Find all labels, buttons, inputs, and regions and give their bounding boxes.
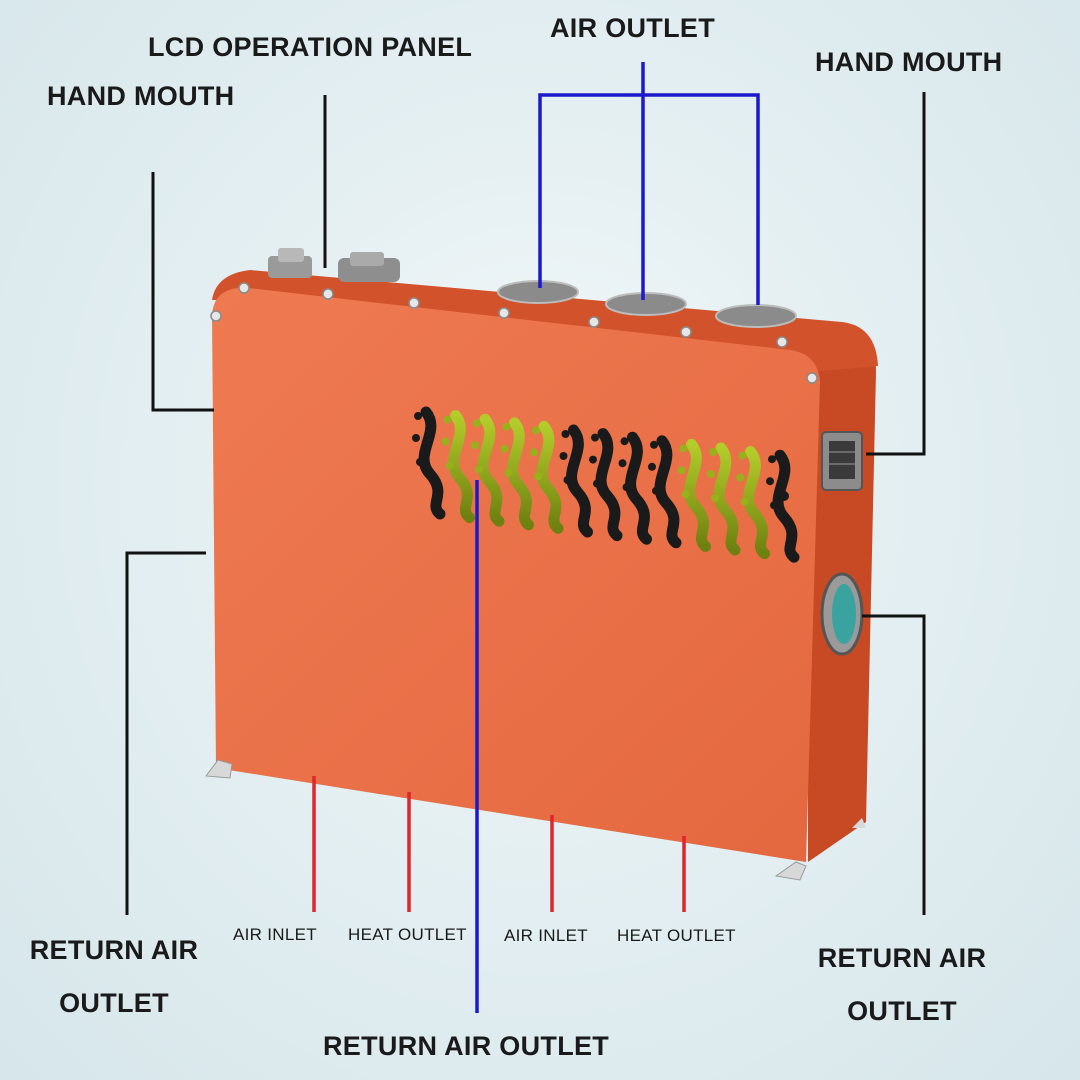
vent-dot — [445, 461, 454, 470]
vent-slot — [654, 435, 682, 549]
leader-air-outlet — [538, 93, 760, 305]
vent-dot — [591, 433, 599, 442]
label-return-air-outlet-right: RETURN AIR OUTLET — [806, 932, 998, 1038]
cabinet-screws — [210, 282, 818, 384]
label-return-air-outlet-left-line1: RETURN AIR — [29, 935, 199, 965]
vent-slot — [566, 424, 593, 538]
vent-dot — [738, 451, 747, 460]
vent-dot — [740, 497, 749, 506]
vent-slot — [772, 449, 800, 563]
lcd-display-panel — [821, 431, 863, 491]
vent-slot — [743, 446, 770, 560]
label-return-air-outlet-bottom: RETURN AIR OUTLET — [323, 1031, 610, 1061]
vent-dot — [620, 437, 629, 446]
label-air-inlet-1: AIR INLET — [233, 925, 317, 944]
vent-dot — [707, 470, 715, 478]
air-outlet-port-1 — [497, 280, 579, 304]
vent-dot — [475, 465, 483, 474]
vent-dot — [414, 412, 422, 420]
cabinet-foot-back — [852, 818, 866, 828]
vent-slot — [536, 420, 564, 534]
label-return-air-outlet-right-line1: RETURN AIR — [817, 943, 987, 973]
vent-dot — [441, 437, 450, 446]
vent-dot — [534, 472, 542, 481]
heater-cabinet — [205, 270, 878, 881]
label-return-air-outlet-right-line2: OUTLET — [847, 996, 957, 1026]
vent-dot — [766, 477, 774, 486]
red-leader-lines — [312, 776, 686, 912]
label-air-outlet: AIR OUTLET — [550, 13, 715, 43]
vent-dot — [652, 486, 660, 495]
vent-dot — [504, 468, 513, 477]
vent-slot — [448, 410, 475, 524]
vent-dot — [709, 448, 717, 456]
vent-dot — [622, 483, 631, 492]
vent-dot — [593, 479, 601, 488]
vent-dot — [532, 426, 540, 435]
vent-dot — [416, 458, 424, 466]
cabinet-foot-left — [205, 759, 233, 779]
vent-slot — [418, 406, 446, 520]
vent-dot — [679, 444, 688, 453]
air-outlet-port-2 — [605, 292, 687, 316]
vent-dot — [768, 455, 776, 464]
vent-slot — [477, 413, 505, 527]
vent-dot — [589, 455, 597, 464]
vent-dot — [618, 459, 627, 468]
leader-hand-mouth-right — [866, 92, 926, 456]
vent-dot — [530, 448, 538, 457]
vent-dot — [779, 491, 789, 501]
label-air-inlet-2: AIR INLET — [504, 926, 588, 945]
black-leader-lines — [125, 92, 926, 915]
label-lcd-operation-panel: LCD OPERATION PANEL — [148, 32, 473, 62]
label-return-air-outlet-left: RETURN AIR OUTLET — [18, 924, 210, 1030]
vent-dot — [736, 473, 745, 482]
hand-mouth-window — [820, 572, 864, 656]
cabinet-foot-right — [774, 861, 807, 881]
vent-dot — [563, 476, 572, 484]
vent-dot — [502, 422, 511, 431]
cabinet-front-face — [212, 287, 820, 863]
vent-dot — [681, 490, 690, 499]
label-heat-outlet-2: HEAT OUTLET — [617, 926, 736, 945]
vent-dot — [561, 430, 570, 438]
leader-hand-mouth-left — [151, 172, 214, 412]
air-outlet-port-3 — [715, 304, 797, 328]
vent-dot — [648, 462, 656, 471]
label-heat-outlet-1: HEAT OUTLET — [348, 925, 467, 944]
vent-dot — [770, 501, 778, 510]
heat-vent-grille — [412, 406, 800, 563]
vent-slot — [507, 417, 534, 531]
lcd-operation-panel-connectors — [268, 248, 400, 282]
vent-dot — [711, 494, 719, 502]
air-outlet-ports — [497, 280, 797, 328]
vent-dot — [559, 452, 568, 460]
label-return-air-outlet-left-line2: OUTLET — [59, 988, 169, 1018]
vent-dot — [471, 441, 479, 450]
label-hand-mouth-right: HAND MOUTH — [815, 47, 1003, 77]
vent-slot — [684, 438, 711, 552]
vent-dot — [412, 434, 420, 442]
blue-leader-lines — [475, 62, 760, 1013]
vent-slot — [713, 442, 741, 556]
vent-dot — [677, 466, 686, 475]
vent-dot — [650, 440, 658, 449]
leader-return-air-outlet-right — [862, 614, 926, 915]
vent-slot — [625, 431, 652, 545]
label-hand-mouth-left: HAND MOUTH — [47, 81, 235, 111]
vent-dot — [443, 415, 452, 424]
leader-return-air-outlet-left — [125, 551, 206, 915]
vent-dot — [473, 419, 481, 428]
vent-slot — [595, 428, 623, 542]
vent-dot — [500, 444, 509, 453]
